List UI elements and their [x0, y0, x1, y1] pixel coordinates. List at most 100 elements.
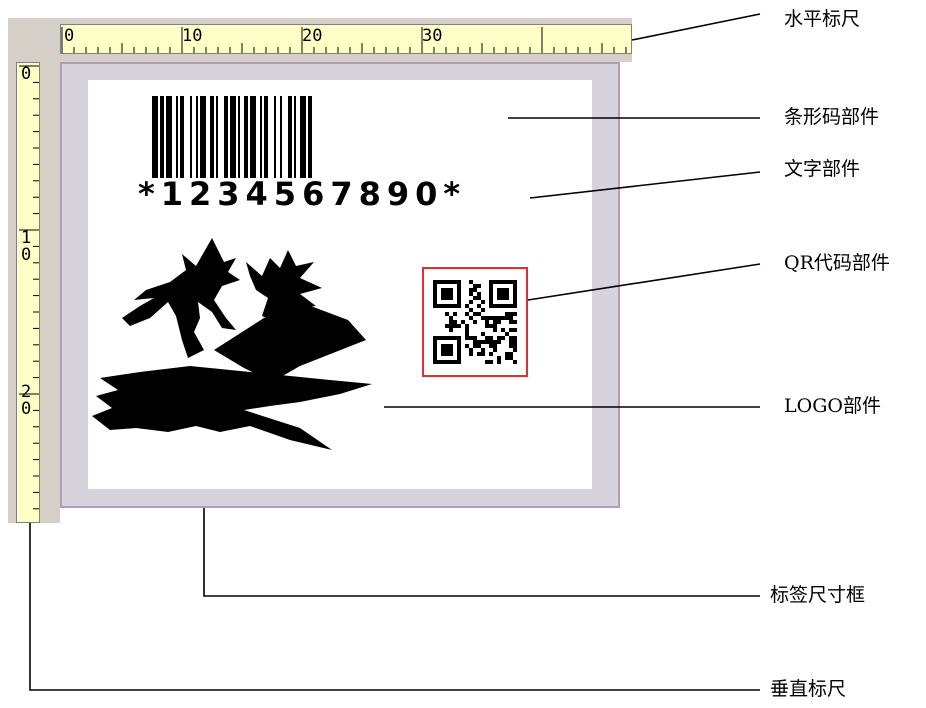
qr-component[interactable]	[422, 267, 528, 377]
qr-module	[433, 288, 437, 292]
qr-module	[505, 352, 509, 356]
v-ruler-label-1: 1	[21, 228, 32, 248]
qr-module	[497, 336, 501, 340]
vertical-ruler-scale	[16, 62, 40, 523]
qr-module	[433, 356, 437, 360]
qr-module	[453, 312, 457, 316]
qr-module	[485, 336, 489, 340]
qr-module	[489, 316, 493, 320]
qr-module	[441, 360, 445, 364]
qr-module	[489, 300, 493, 304]
qr-module	[441, 352, 445, 356]
qr-module	[469, 288, 473, 292]
barcode-bar	[210, 96, 214, 178]
qr-module	[457, 344, 461, 348]
qr-module	[513, 292, 517, 296]
qr-module	[513, 348, 517, 352]
qr-module	[461, 320, 465, 324]
qr-module	[489, 360, 493, 364]
qr-module	[457, 292, 461, 296]
qr-module	[465, 304, 469, 308]
qr-module	[449, 352, 453, 356]
qr-module	[513, 304, 517, 308]
qr-module	[465, 336, 469, 340]
h-ruler-label-0: 0	[64, 26, 75, 46]
qr-module	[481, 340, 485, 344]
qr-module	[497, 316, 501, 320]
qr-module	[493, 328, 497, 332]
callout-label-size-frame: 标签尺寸框	[770, 584, 866, 606]
barcode-bar	[250, 96, 256, 178]
qr-module	[489, 304, 493, 308]
callout-vertical-ruler: 垂直标尺	[770, 678, 847, 700]
qr-module	[473, 288, 477, 292]
v-ruler-label-0: 0	[21, 64, 32, 84]
qr-module	[513, 296, 517, 300]
qr-module	[469, 280, 473, 284]
qr-module	[485, 360, 489, 364]
qr-module	[445, 312, 449, 316]
qr-module	[493, 320, 497, 324]
qr-module	[505, 316, 509, 320]
qr-module	[457, 360, 461, 364]
qr-module	[457, 280, 461, 284]
qr-module	[465, 312, 469, 316]
h-ruler-label-30: 30	[422, 26, 443, 46]
qr-module	[445, 304, 449, 308]
barcode-bar	[288, 96, 292, 178]
qr-module	[449, 336, 453, 340]
qr-module	[465, 332, 469, 336]
qr-module	[489, 296, 493, 300]
qr-module	[433, 304, 437, 308]
qr-module	[445, 292, 449, 296]
qr-module	[469, 336, 473, 340]
logo-component[interactable]	[92, 238, 372, 450]
qr-module	[453, 280, 457, 284]
barcode-bar	[294, 96, 296, 178]
qr-module	[457, 296, 461, 300]
leader-text	[529, 171, 761, 199]
qr-module	[445, 360, 449, 364]
qr-module	[433, 352, 437, 356]
qr-module	[457, 300, 461, 304]
qr-code	[433, 280, 517, 364]
qr-module	[501, 316, 505, 320]
qr-module	[457, 288, 461, 292]
qr-module	[449, 320, 453, 324]
qr-module	[433, 336, 437, 340]
callout-barcode-component: 条形码部件	[784, 106, 880, 128]
qr-module	[445, 344, 449, 348]
qr-module	[489, 352, 493, 356]
qr-module	[453, 336, 457, 340]
qr-module	[441, 348, 445, 352]
qr-module	[509, 312, 513, 316]
logo-ground-shadow	[92, 366, 372, 450]
leader-qr	[527, 263, 761, 301]
barcode-component[interactable]	[152, 96, 312, 178]
qr-module	[469, 308, 473, 312]
qr-module	[501, 296, 505, 300]
qr-module	[465, 344, 469, 348]
qr-module	[441, 336, 445, 340]
callout-logo-component: LOGO部件	[784, 395, 881, 417]
qr-module	[497, 280, 501, 284]
qr-module	[501, 304, 505, 308]
qr-module	[489, 324, 493, 328]
qr-module	[477, 344, 481, 348]
qr-module	[513, 360, 517, 364]
qr-module	[485, 340, 489, 344]
barcode-bar	[244, 96, 248, 178]
qr-module	[437, 304, 441, 308]
qr-module	[513, 320, 517, 324]
qr-module	[493, 316, 497, 320]
qr-module	[509, 320, 513, 324]
qr-module	[489, 336, 493, 340]
qr-module	[445, 280, 449, 284]
v-ruler-label-2-0: 0	[21, 399, 32, 419]
barcode-bar	[166, 96, 172, 178]
qr-module	[449, 316, 453, 320]
qr-module	[445, 348, 449, 352]
qr-module	[465, 328, 469, 332]
text-component[interactable]: *1234567890*	[138, 175, 467, 213]
